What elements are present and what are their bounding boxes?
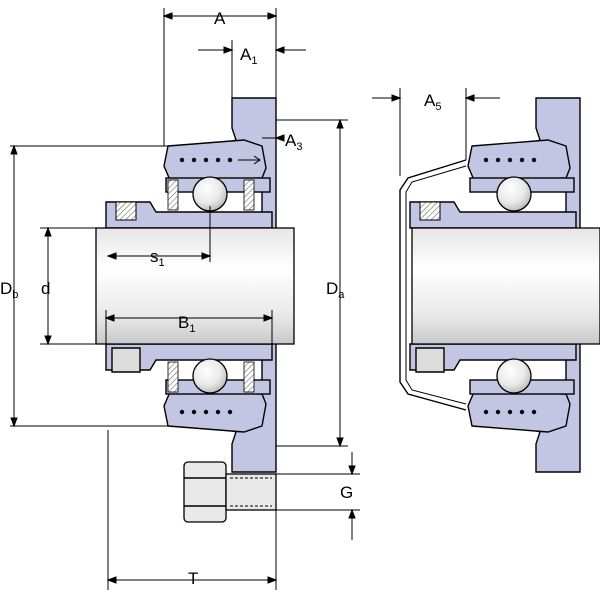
seal-right-lower <box>243 361 255 393</box>
label-d: d <box>41 279 50 298</box>
dimension-a5 <box>372 88 500 176</box>
grease-channel-upper <box>179 157 233 163</box>
housing-body-upper-right <box>467 139 571 181</box>
housing-body-lower-right <box>467 391 571 433</box>
label-db: Db <box>0 279 18 301</box>
dimension-labels: A A1 A3 A5 Db d Da s1 B1 G T <box>0 9 441 588</box>
seal-left-lower <box>167 361 179 393</box>
label-a1: A1 <box>240 45 257 67</box>
grease-channel-upper-right <box>483 157 537 163</box>
label-b1: B1 <box>178 313 195 335</box>
grease-nipple-icon <box>419 201 441 221</box>
label-s1: s1 <box>150 247 165 269</box>
set-screw-lower-right <box>415 347 445 373</box>
dimension-lines <box>10 12 356 584</box>
housing-body-upper <box>163 139 267 181</box>
label-a3: A3 <box>285 131 302 153</box>
set-screw-lower <box>111 347 141 373</box>
label-a5: A5 <box>424 91 441 113</box>
bolt-icon <box>183 461 277 523</box>
left-section-view <box>10 8 360 590</box>
ball-bearing-icon <box>496 176 532 212</box>
lubrication-arrow-upper <box>238 155 261 165</box>
seal-left-upper <box>167 179 179 211</box>
label-da: Da <box>326 279 345 301</box>
seal-right-upper <box>243 179 255 211</box>
bearing-inner-ring-upper-right <box>409 201 577 229</box>
grease-channel-lower <box>179 409 233 415</box>
end-cover <box>399 159 467 411</box>
shaft <box>95 227 295 345</box>
housing-body-lower <box>163 391 267 433</box>
extension-lines <box>10 8 360 590</box>
grease-nipple-icon <box>115 201 137 221</box>
grease-channel-lower-right <box>483 409 537 415</box>
label-a: A <box>214 9 226 28</box>
end-cover-inner <box>405 165 467 405</box>
shaft-right <box>411 227 600 345</box>
ball-bearing-icon <box>192 358 228 394</box>
label-g: G <box>340 483 353 502</box>
ball-bearing-icon <box>192 176 228 212</box>
label-t: T <box>188 569 198 588</box>
ball-bearing-icon <box>496 358 532 394</box>
right-section-view <box>372 88 600 473</box>
